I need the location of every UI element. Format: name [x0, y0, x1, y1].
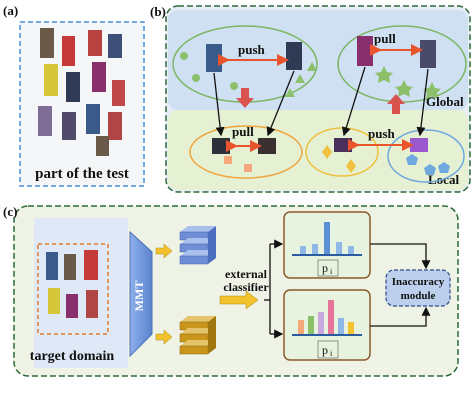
external-classifier-arrow [219, 290, 259, 310]
person-thumbnail [212, 138, 230, 154]
top-prediction-label: p [322, 261, 328, 275]
person-thumbnail [44, 64, 58, 96]
global-band [168, 10, 468, 110]
panel-b: (b) push pull Global Local [150, 4, 471, 193]
person-thumbnail [108, 112, 122, 140]
panel-c: (c) target domain MMT [3, 204, 459, 377]
bottom-prediction-box [283, 289, 371, 361]
down-block-arrow [236, 88, 254, 108]
person-thumbnail [66, 72, 80, 102]
feature-cube-stack [179, 226, 216, 265]
pull-label-bottom: pull [232, 124, 254, 139]
module-label-line2: module [401, 290, 436, 302]
panel-c-label: (c) [3, 204, 17, 219]
inaccuracy-module [385, 269, 451, 307]
bottom-prediction-subscript: i [330, 349, 333, 358]
person-thumbnail [86, 290, 98, 318]
person-thumbnail [357, 36, 373, 66]
person-thumbnail [48, 288, 60, 314]
local-cluster-right [387, 129, 465, 183]
global-feature-shapes [180, 52, 441, 99]
person-thumbnail [92, 62, 106, 92]
local-feature-shapes [224, 145, 450, 175]
person-thumbnail [88, 30, 102, 56]
local-cluster-left [189, 125, 303, 179]
person-thumbnail [334, 138, 352, 152]
global-label: Global [426, 94, 464, 109]
map-arrow-2 [266, 70, 295, 137]
panel-a-label: (a) [3, 3, 18, 18]
person-thumbnail [62, 112, 76, 140]
person-thumbnail [64, 254, 76, 280]
top-prediction-subscript: i [330, 267, 333, 276]
bottom-prediction-label-box [317, 340, 339, 359]
person-thumbnail [40, 28, 54, 58]
person-thumbnail [62, 36, 75, 66]
bottom-prediction-label: p [322, 343, 328, 357]
map-arrow-3 [341, 66, 366, 137]
person-thumbnail [96, 136, 109, 156]
top-prediction-label-box [317, 259, 339, 277]
panel-a: (a) part of the test [3, 3, 145, 187]
arrow-to-blue-features [155, 243, 173, 259]
external-label-line1: external [225, 267, 268, 281]
person-thumbnail [112, 80, 125, 106]
push-label-top: push [238, 42, 266, 57]
top-to-module-arrow [370, 243, 431, 270]
top-prediction-bars [300, 222, 354, 254]
bottom-to-module-arrow [370, 306, 431, 327]
module-label-line1: Inaccuracy [392, 276, 445, 288]
up-block-arrow [387, 94, 405, 114]
person-thumbnail [46, 252, 58, 280]
panel-a-caption: part of the test [35, 166, 129, 182]
person-thumbnail [410, 138, 428, 152]
map-arrow-1 [213, 72, 225, 137]
person-thumbnail [258, 138, 276, 154]
mmt-label: MMT [132, 281, 146, 312]
pull-label-top: pull [374, 31, 396, 46]
target-domain-label: target domain [30, 349, 115, 364]
map-arrow-4 [416, 68, 429, 137]
feature-cube-stack [179, 316, 216, 355]
person-thumbnail [108, 34, 122, 58]
person-thumbnail [420, 40, 436, 68]
person-thumbnail [84, 250, 98, 280]
target-domain-images [46, 250, 98, 318]
person-thumbnail [206, 44, 222, 72]
person-thumbnail [66, 294, 78, 318]
push-label-bottom: push [368, 126, 396, 141]
person-thumbnail [38, 106, 52, 136]
person-thumbnail [286, 42, 302, 70]
external-label-line2: classifier [223, 280, 269, 294]
person-thumbnail [86, 104, 100, 134]
bottom-prediction-bars [298, 300, 354, 334]
target-domain-frame [37, 243, 109, 335]
panel-b-label: (b) [150, 4, 166, 19]
arrow-to-gold-features [155, 329, 173, 345]
mmt-model [129, 230, 153, 358]
panel-a-frame [19, 21, 145, 187]
test-image-grid [38, 28, 125, 156]
